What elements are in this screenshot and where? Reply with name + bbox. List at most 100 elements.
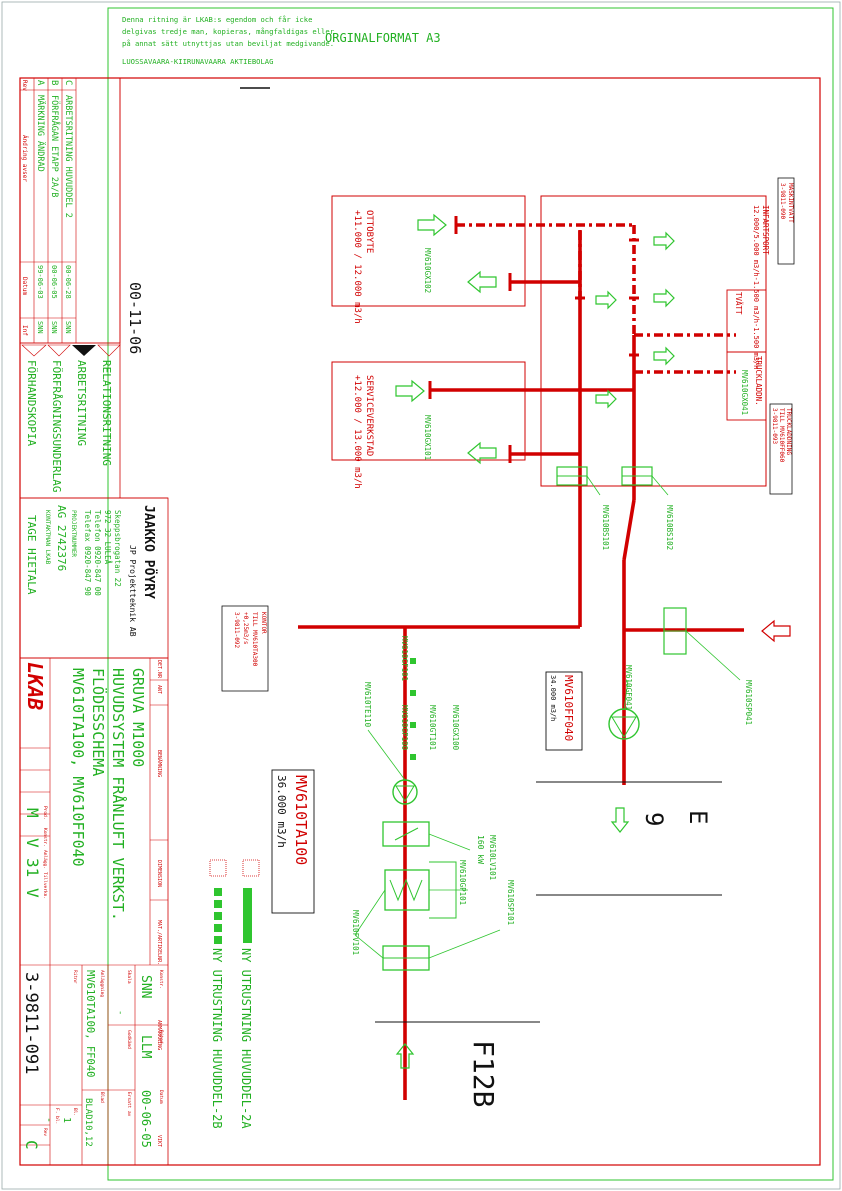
revision-table [19,77,121,344]
bl-value: 1 [61,1117,72,1123]
consultant-phone: Telefon 0920-847 00 [93,510,102,596]
fan-mv610ff040-symbol [611,716,637,738]
level-label-9: 9 [640,812,668,826]
fanbox-flow-ff040: 34.000 m3/h [549,675,557,721]
level-lines [375,781,722,1023]
room-flow-infartsport: 12.000/5.000 m3/h-1.500 m3/h-1.500 m3/h [752,205,760,369]
konstr-value: SNN [138,975,153,998]
stamp-date: 00-11-06 [126,282,144,354]
tag-mv610lv101: MV610LV101 [488,835,497,880]
tag-mv610gt101: MV610GT101 [428,705,437,750]
fanbox-mv610ff040 [545,671,583,751]
tag-mv610gx102: MV610GX102 [423,248,432,293]
duct-future [456,223,736,374]
original-format: ORGINALFORMAT A3 [325,31,441,45]
notice-line-3: på annat sätt utnyttjas utan beviljat me… [122,39,334,48]
ref-ref-maskintvatt: 3-9811-090 [779,183,786,220]
title-line-1: GRUVA M1000 [129,668,147,767]
consultant-addr1: Skeppsbrogatan 22 [113,510,122,587]
fanbox-mv610ta100 [271,769,315,914]
rev-b-sign: SNN [50,321,58,334]
room-name-ottobyte: OTTOBYTE [364,210,374,253]
contact: TAGE HIETALA [25,515,38,595]
ref-box-maskintvatt [777,177,795,265]
consultant-name: JAAKKO PÖYRY [141,505,157,599]
room-ottobyte [331,195,526,307]
ersatt-label: Ersatt av [126,1092,132,1117]
title-line-3: FLÖDESSCHEMA [89,668,108,776]
ref-ref-truckladdning: TILL MV610FF060 [778,408,785,463]
th-dimension: DIMENSION [156,860,162,887]
rev-a-sign: SNN [36,321,44,334]
green-frame [107,7,834,1181]
title-line-2: HUVUDSYSTEM FRÅNLUFT VERKST. [109,668,128,921]
duct-main [298,230,744,1100]
tag-mv610sp041: MV610SP041 [744,680,753,725]
title-block [19,657,169,1166]
status-relationsritning: RELATIONSRITNING [100,360,113,466]
fbl-label: F. bl. [54,1108,60,1124]
consultant-addr2: 972 32 LULEÅ [103,510,112,565]
rev-label: Rev [42,1128,48,1136]
room-flow-ottobyte: +11.000 / 12.000 m3/h [352,210,362,324]
godkand-label: Godkänd [126,1030,132,1049]
tag-mv610gx041: MV610GX041 [740,370,749,415]
room-name-infartsport: INFARTSPORT [761,205,770,255]
anl-label: Anläggning [99,970,105,997]
rev-b-text: FÖRFRÅGAN ETAPP 2A/B [49,95,61,197]
level-label-e: E [684,810,712,824]
room-flow-serviceverkstad: +12.000 / 13.000 m3/h [352,375,362,489]
legend-dot-2 [242,859,260,877]
arrow-in-fresh [761,619,791,643]
th-benamning: BENÄMNING [156,750,163,777]
th-detnr: DET.NR [156,660,162,679]
rev-a-date: 99-06-03 [36,265,44,299]
flow-arrows [395,213,675,1069]
tag-mv610gf041: MV610GF041 [624,665,633,710]
tag-mv610gf101: MV610GF101 [400,636,409,681]
ref-ref-kontor: TILL MV610TA300 [251,612,258,667]
sensor-marks [410,658,416,760]
konstr-label: Konstr. [158,970,164,989]
tag-mv610bs101: MV610BS101 [601,505,610,550]
duct-caps [428,216,639,463]
status-forhandskopia: FÖRHANDSKOPIA [25,360,38,446]
company-name: LUOSSAVAARA-KIIRUNAVAARA AKTIEBOLAG [122,57,273,66]
code-label-tillverkn: Tillverkn. [42,872,48,899]
tag-mv610sp101: MV610SP101 [506,880,515,925]
skala-label: Skala [126,970,132,984]
rev-a-code: A [35,80,45,86]
arrow-down-e9 [610,807,630,833]
blad-value: BLAD10,12 [83,1098,93,1147]
room-serviceverkstad [331,361,526,461]
tag-mv610gp100: MV610GP100 [400,705,409,751]
rev-c-date: 00-06-28 [64,265,72,299]
title-line-4: MV610TA100, MV610FF040 [69,668,87,867]
fan-mv610ta100-symbol [395,785,415,802]
label-truckladdn: TRUCKLADDN. [754,356,763,406]
label-tvatt: TVÄTT [734,292,743,315]
fanbox-tag-ff040: MV610FF040 [562,675,575,741]
rev-header-text: Ändring avser [21,135,28,182]
legend-dot-1 [209,859,227,877]
leader-lines [354,475,741,959]
tag-mv610gx100: MV610GX100 [451,705,460,751]
rev-value: C [22,1140,41,1150]
ref-title-maskintvatt: MASKINTVÄTT [787,183,794,223]
ref-title-kontor: KONTOR [260,612,267,634]
notice-line-1: Denna ritning är LKAB:s egendom och får … [122,15,312,24]
ref-box-truckladdning [769,403,793,495]
code-cell-3: 31 [23,858,42,877]
level-label-f12b: F12B [467,1040,500,1107]
arrow-out-ottobyte [467,270,497,294]
power-value: 160 kW [476,835,485,864]
legend-2a-swatch [243,888,252,943]
arrow-in-ottobyte [417,213,447,237]
tag-mv610bs102: MV610BS102 [665,505,674,550]
rev-c-text: ARBETSRITNING HUVUDDEL 2 [63,95,73,218]
arrow-out-service [467,441,497,465]
ritad-value: LLM [138,1035,153,1059]
legend-2b-swatch [214,888,222,944]
contact-label: KONTAKTMAN LKAB [44,510,51,565]
